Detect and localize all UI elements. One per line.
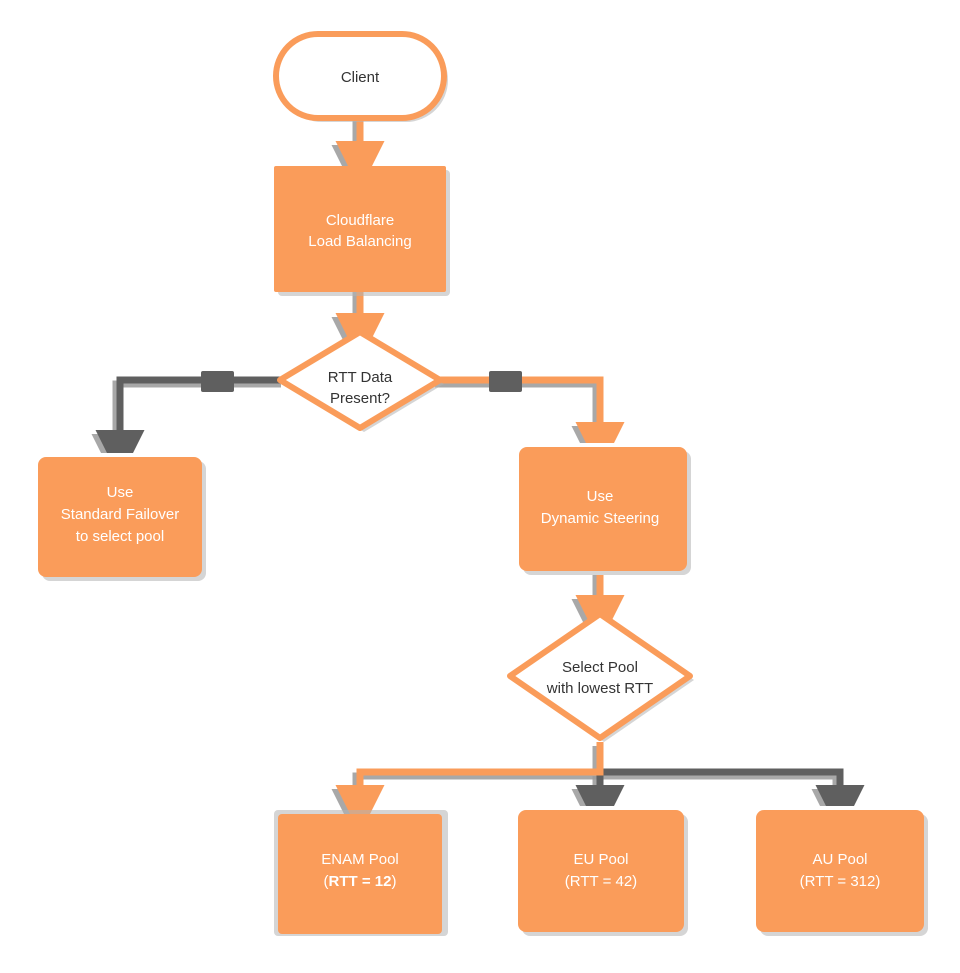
enam-pool-box <box>278 814 442 934</box>
client-label: Client <box>341 69 380 86</box>
enam-pool-label-line2: (RTT = 12) <box>324 873 397 890</box>
node-enam-pool[interactable]: ENAM Pool (RTT = 12) <box>278 814 442 934</box>
enam-pool-label-line1: ENAM Pool <box>321 851 399 868</box>
edge-shadow-rtt-steering <box>435 380 621 475</box>
select-pool-label-line1: Select Pool <box>562 659 638 676</box>
select-pool-diamond <box>507 611 693 741</box>
client-capsule <box>273 31 447 121</box>
node-standard-failover[interactable]: Use Standard Failover to select pool <box>38 457 202 577</box>
rtt-decision-label-line2: Present? <box>330 390 390 407</box>
standard-failover-label-line1: Use <box>107 484 134 501</box>
standard-failover-label-line2: Standard Failover <box>61 506 179 523</box>
au-pool-box <box>756 810 924 932</box>
node-dynamic-steering[interactable]: Use Dynamic Steering <box>519 447 687 571</box>
load-balancing-label-line2: Load Balancing <box>308 233 411 250</box>
node-au-pool[interactable]: AU Pool (RTT = 312) <box>756 810 924 932</box>
rtt-decision-diamond <box>277 329 443 431</box>
node-eu-pool[interactable]: EU Pool (RTT = 42) <box>518 810 684 932</box>
node-load-balancing[interactable]: Cloudflare Load Balancing <box>274 166 446 292</box>
eu-pool-box <box>518 810 684 932</box>
enam-pool-paren-close: ) <box>391 873 396 890</box>
eu-pool-label-line2: (RTT = 42) <box>565 873 637 890</box>
edge-layer <box>95 116 865 834</box>
edge-select-pool-to-enam-pool <box>335 742 604 834</box>
node-rtt-data-present[interactable]: RTT Data Present? <box>277 329 443 431</box>
dynamic-steering-box <box>519 447 687 571</box>
dynamic-steering-label-line2: Dynamic Steering <box>541 510 659 527</box>
rtt-decision-label-line1: RTT Data <box>328 369 393 386</box>
standard-failover-box <box>38 457 202 577</box>
au-pool-label-line1: AU Pool <box>812 851 867 868</box>
eu-pool-label-line1: EU Pool <box>573 851 628 868</box>
enam-pool-rtt-value: RTT = 12 <box>329 873 392 890</box>
au-pool-label-line2: (RTT = 312) <box>800 873 881 890</box>
edge-shadow-rtt-failover <box>91 380 281 483</box>
edge-select-pool-to-au-pool <box>600 768 865 834</box>
dynamic-steering-label-line1: Use <box>587 488 614 505</box>
edge-label-layer <box>201 371 522 392</box>
edge-shadow-layer <box>91 120 861 838</box>
edge-shadow-select-enam <box>331 746 600 838</box>
node-client[interactable]: Client <box>273 31 447 121</box>
load-balancing-box <box>274 166 446 292</box>
load-balancing-label-line1: Cloudflare <box>326 212 394 229</box>
node-select-pool[interactable]: Select Pool with lowest RTT <box>507 611 693 741</box>
edge-shadow-select-au <box>596 772 861 838</box>
edge-label-rtt-no <box>201 371 234 392</box>
select-pool-label-line2: with lowest RTT <box>546 680 653 697</box>
standard-failover-label-line3: to select pool <box>76 528 164 545</box>
enam-pool-paren-open: ( <box>324 873 329 890</box>
edge-label-rtt-yes <box>489 371 522 392</box>
